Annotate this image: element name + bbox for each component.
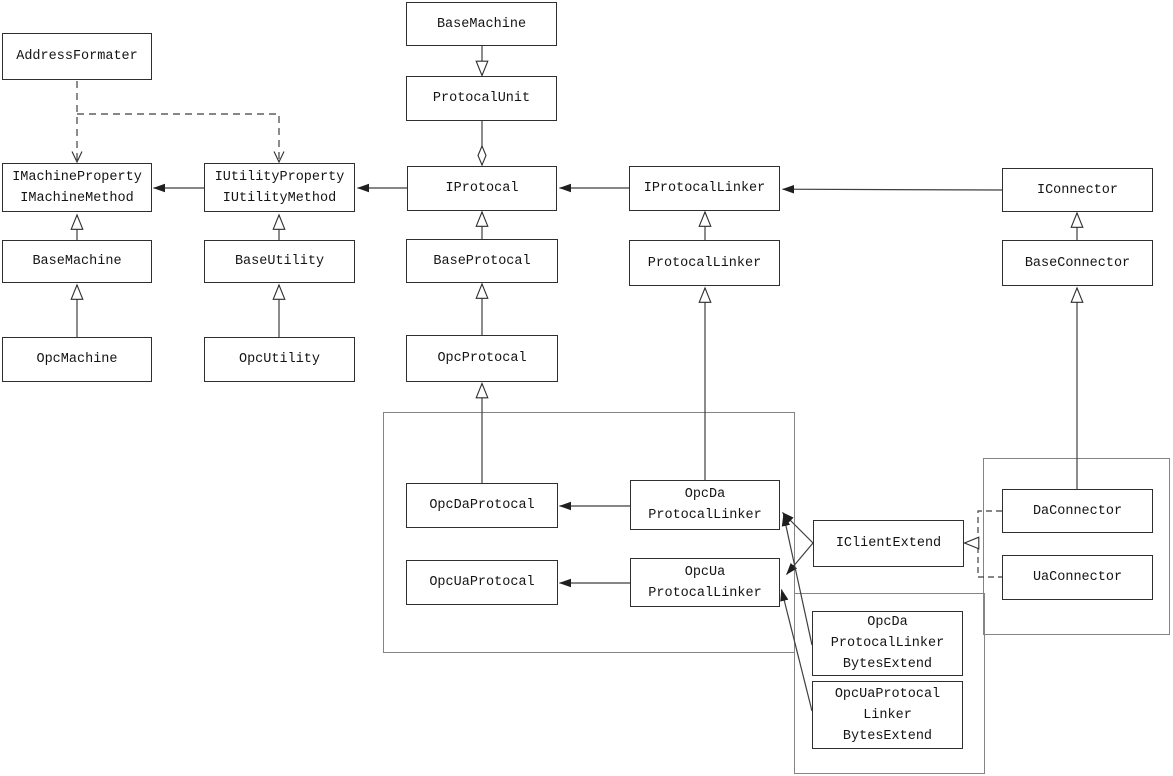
class-box-opc-ua-protocal: OpcUaProtocal [406,560,558,605]
class-box-address-formater: AddressFormater [2,33,152,80]
class-box-da-connector: DaConnector [1002,489,1153,533]
class-box-iutility-property-method: IUtilityProperty IUtilityMethod [204,163,355,212]
class-box-opc-da-protocal-linker: OpcDa ProtocalLinker [630,480,780,530]
class-box-imachine-property-method: IMachineProperty IMachineMethod [2,163,152,212]
class-box-protocal-unit: ProtocalUnit [406,76,557,121]
class-box-base-protocal: BaseProtocal [406,239,558,283]
group-box-opc-protocal-layer [383,412,795,653]
class-box-opc-ua-protocal-linker-bytes-extend: OpcUaProtocal Linker BytesExtend [812,681,963,749]
class-box-opc-utility: OpcUtility [204,337,355,382]
class-box-opc-da-protocal-linker-bytes-extend: OpcDa ProtocalLinker BytesExtend [812,611,963,676]
class-box-base-connector: BaseConnector [1002,240,1153,286]
edge-association-iclientextend-to-opcuaprotocallinker [786,542,814,575]
class-box-iprotocal-linker: IProtocalLinker [629,166,780,211]
class-box-ua-connector: UaConnector [1002,555,1153,600]
class-box-opc-da-protocal: OpcDaProtocal [406,483,558,528]
class-box-base-machine-left: BaseMachine [2,240,152,283]
class-box-base-utility: BaseUtility [204,240,355,283]
edge-dependency-addressformater-to-iutility [77,113,285,164]
group-box-bytes-extend [794,593,985,774]
class-box-base-machine-top: BaseMachine [406,2,557,46]
class-box-opc-machine: OpcMachine [2,337,152,382]
class-box-opc-protocal: OpcProtocal [406,335,558,382]
edge-association-opcuabytesextend-to-opcuaprotocallinker [780,589,813,712]
class-box-iclient-extend: IClientExtend [813,520,964,567]
edge-realization-connectors-bracket [977,510,1002,578]
class-box-iconnector: IConnector [1002,168,1153,212]
edge-association-iconnector-to-iprotocallinker [782,185,1003,194]
class-box-protocal-linker: ProtocalLinker [629,240,780,286]
edge-association-iclientextend-to-opcdaprotocallinker [782,512,814,544]
edge-association-opcdabytesextend-to-opcdaprotocallinker [781,514,813,646]
class-box-opc-ua-protocal-linker: OpcUa ProtocalLinker [630,558,780,607]
class-box-iprotocal: IProtocal [407,166,557,211]
